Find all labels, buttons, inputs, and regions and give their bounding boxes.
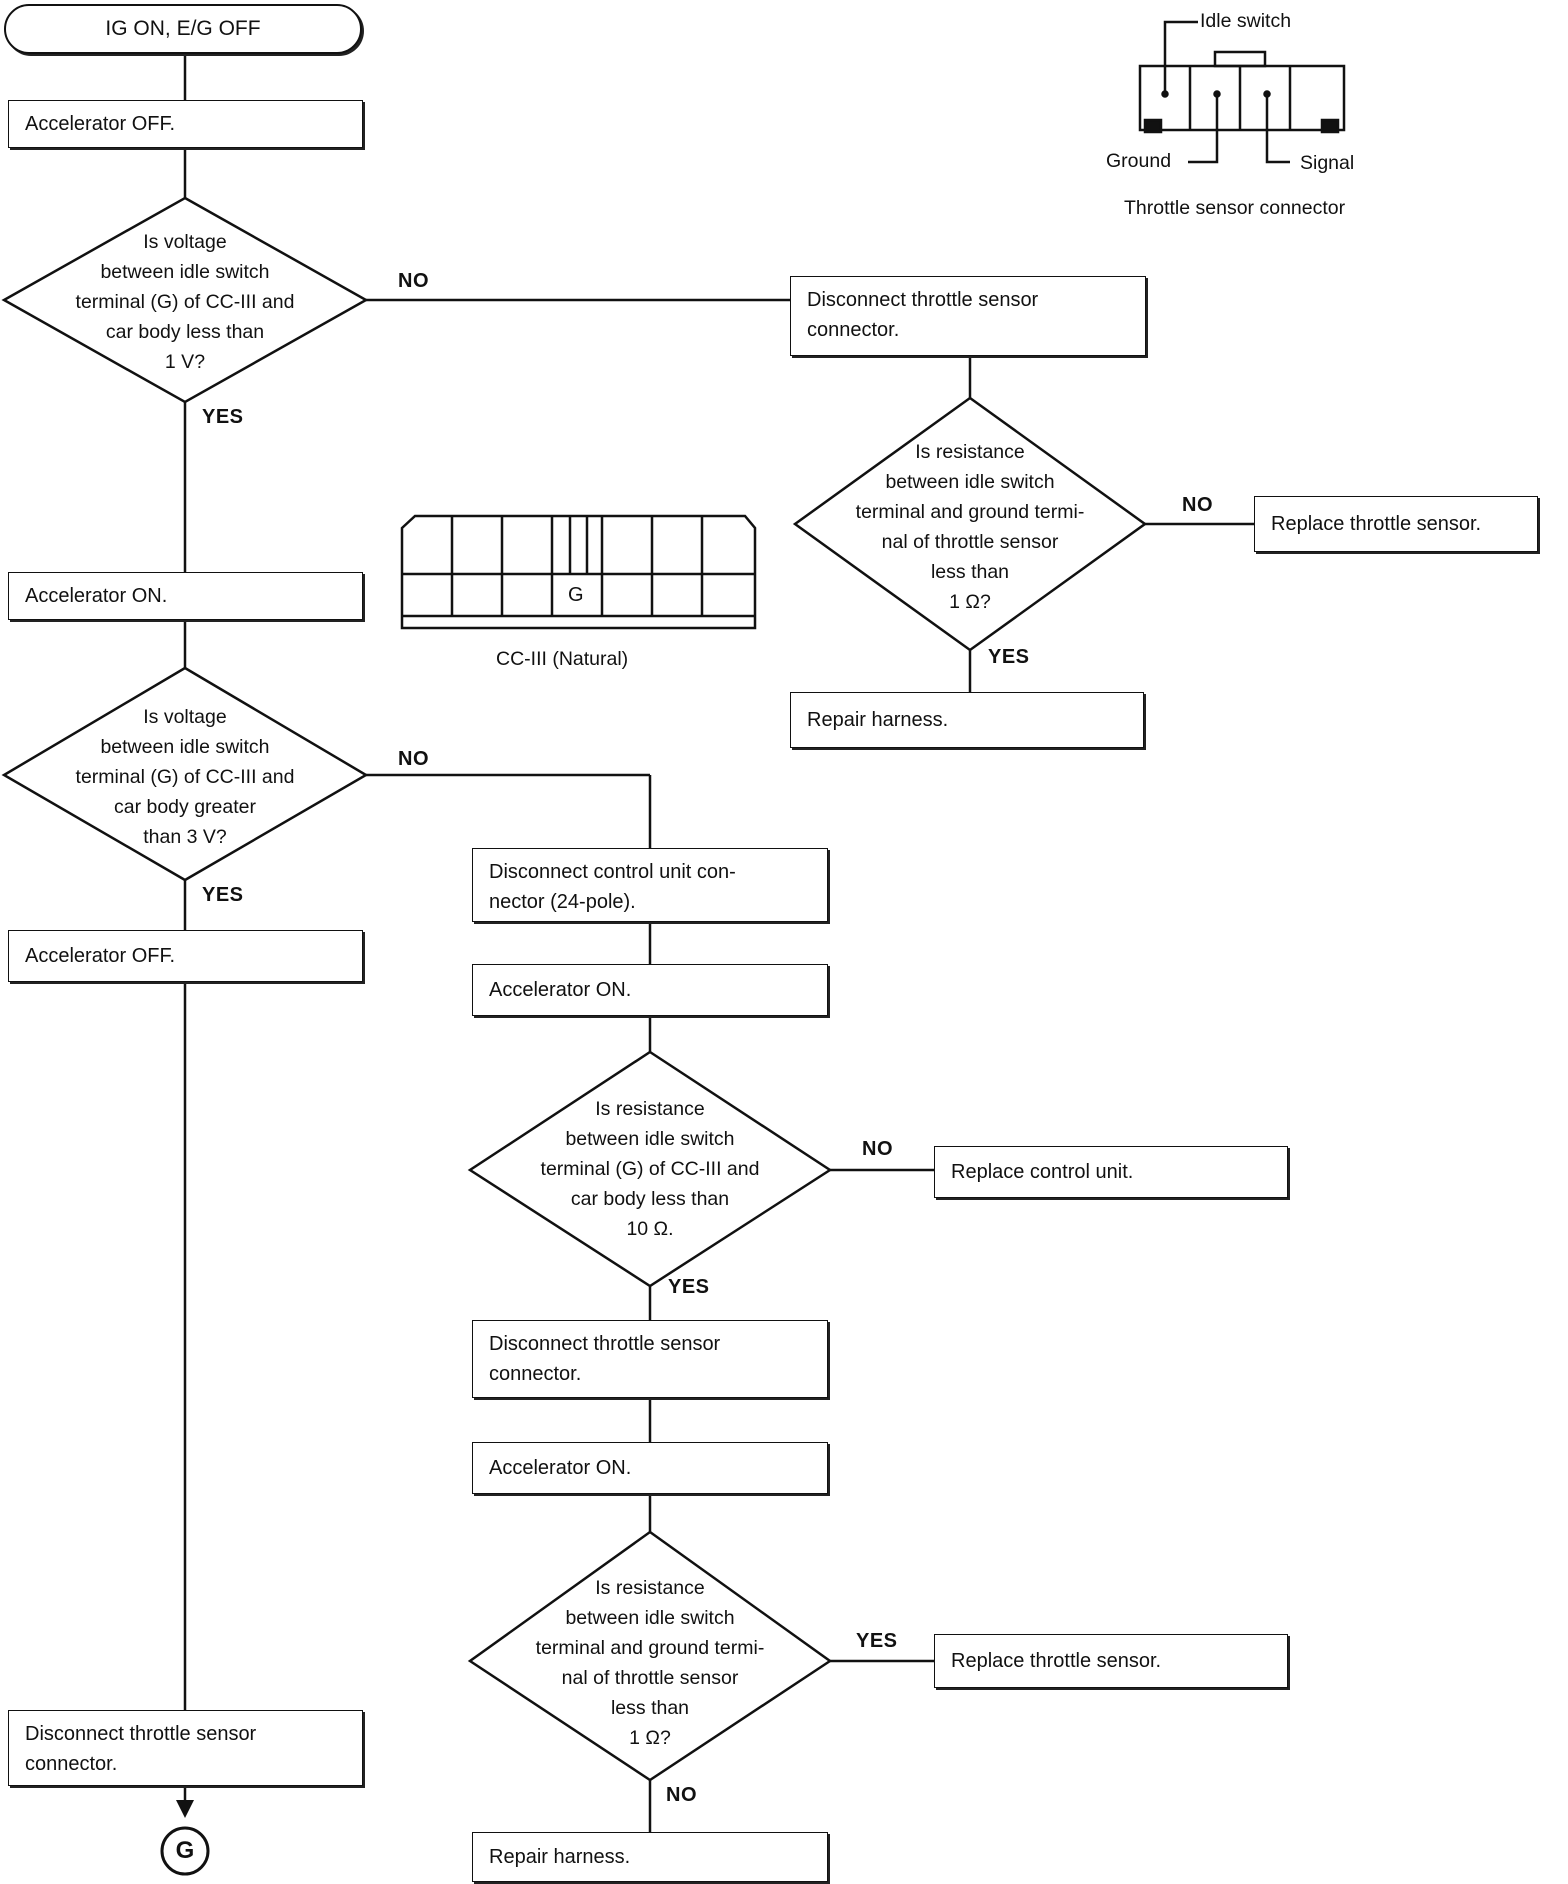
label-yes: YES — [202, 406, 244, 428]
throttle-connector-caption: Throttle sensor connector — [1124, 197, 1346, 219]
cc3-connector-caption: CC-III (Natural) — [496, 648, 629, 670]
throttle-sensor-connector-drawing — [1138, 20, 1346, 164]
cc3-connector-drawing — [400, 514, 757, 630]
step-disconnect-throttle-sensor-2: Disconnect throttle sensor connector. — [472, 1320, 828, 1398]
end-connector-circle — [160, 1826, 210, 1876]
step-disconnect-throttle-sensor: Disconnect throttle sensor connector. — [790, 276, 1146, 356]
step-accelerator-off-2: Accelerator OFF. — [8, 930, 363, 982]
decision-text-2: Is resistance between idle switch termin… — [855, 441, 1085, 613]
decision-text-1: Is voltage between idle switch terminal … — [75, 231, 295, 373]
label-yes: YES — [668, 1276, 710, 1298]
cc3-terminal-g-label: G — [568, 584, 584, 606]
decision-diamond-2 — [792, 396, 1148, 652]
decision-text-4: Is resistance between idle switch termin… — [540, 1098, 760, 1240]
label-no: NO — [398, 270, 429, 292]
step-accelerator-on-2: Accelerator ON. — [472, 964, 828, 1016]
step-replace-control-unit: Replace control unit. — [934, 1146, 1288, 1198]
end-connector-label: G — [175, 1837, 195, 1864]
step-accelerator-on-3: Accelerator ON. — [472, 1442, 828, 1494]
idle-switch-label: Idle switch — [1200, 10, 1292, 32]
label-no: NO — [398, 748, 429, 770]
step-replace-throttle-sensor: Replace throttle sensor. — [1254, 496, 1538, 552]
decision-text-3: Is voltage between idle switch terminal … — [75, 706, 295, 848]
step-accelerator-on: Accelerator ON. — [8, 572, 363, 620]
label-yes: YES — [202, 884, 244, 906]
decision-diamond-4 — [467, 1050, 833, 1288]
step-disconnect-control-unit: Disconnect control unit con- nector (24-… — [472, 848, 828, 922]
ground-label: Ground — [1106, 150, 1172, 172]
step-repair-harness-2: Repair harness. — [472, 1832, 828, 1882]
label-no: NO — [666, 1784, 697, 1806]
start-terminator: IG ON, E/G OFF — [4, 4, 362, 54]
label-yes: YES — [856, 1630, 898, 1652]
step-disconnect-throttle-sensor-3: Disconnect throttle sensor connector. — [8, 1710, 363, 1786]
label-no: NO — [862, 1138, 893, 1160]
decision-diamond-3 — [1, 666, 369, 882]
signal-label: Signal — [1300, 152, 1355, 174]
arrowhead — [176, 1800, 194, 1818]
label-no: NO — [1182, 494, 1213, 516]
step-repair-harness: Repair harness. — [790, 692, 1144, 748]
step-accelerator-off: Accelerator OFF. — [8, 100, 363, 148]
step-replace-throttle-sensor-2: Replace throttle sensor. — [934, 1634, 1288, 1688]
decision-diamond-5 — [467, 1530, 833, 1782]
label-yes: YES — [988, 646, 1030, 668]
decision-text-5: Is resistance between idle switch termin… — [535, 1577, 765, 1749]
decision-diamond-1 — [1, 196, 369, 404]
